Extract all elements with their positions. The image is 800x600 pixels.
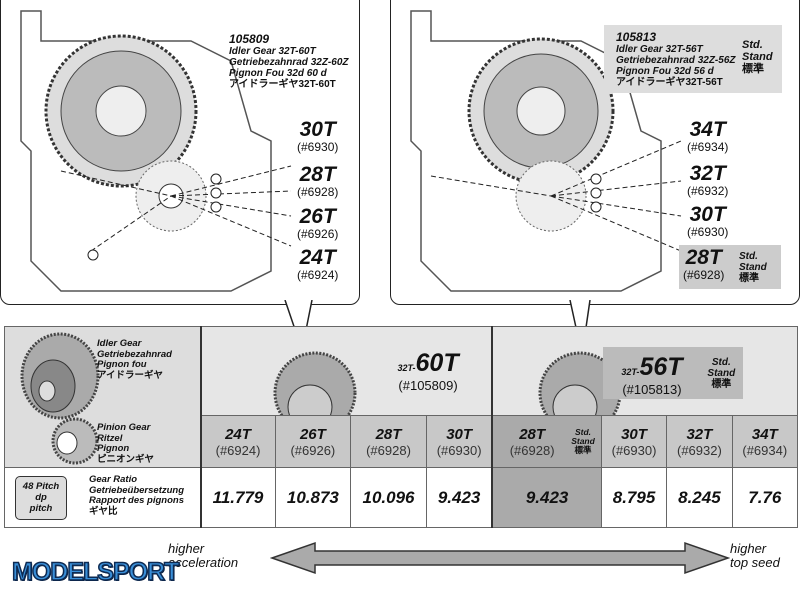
pinion-label: 28T(#6928)	[297, 163, 339, 200]
idler-label: Idler Gear	[97, 338, 142, 349]
pinion-cell: 28T(#6928)	[350, 415, 427, 468]
pinion-cell: 26T(#6926)	[274, 415, 352, 468]
double-arrow	[270, 541, 730, 575]
part-number: 105809	[229, 32, 270, 46]
idler-teeth: 60T	[415, 349, 459, 377]
ratio-cell: 9.423	[425, 467, 493, 528]
pinion-gear-label: ピニオンギヤ	[97, 453, 155, 465]
ratio-cell: 10.873	[274, 467, 352, 528]
idler-part-number: (#105809)	[398, 378, 458, 393]
idler-60t-cell: 32T-60T (#105809)	[199, 326, 493, 416]
idler-label: Pignon fou	[97, 359, 147, 370]
idler-info-box: 105813 Idler Gear 32T-56T Getriebezahnra…	[604, 25, 782, 93]
info-line: Getriebezahnrad 32Z-60Z	[229, 57, 349, 68]
gear-illustration	[20, 332, 100, 465]
idler-label: アイドラーギヤ	[97, 369, 164, 381]
pinion-label: 26T(#6926)	[297, 205, 339, 242]
pinion-cell: 32T(#6932)	[666, 415, 733, 468]
std-label: Std.	[742, 39, 763, 51]
info-line: Pignon Fou 32d 56 d	[616, 66, 714, 77]
std-label: Stand	[707, 368, 736, 379]
pinion-gear-label: Pinion Gear	[97, 422, 151, 433]
std-label: Std.	[711, 357, 731, 368]
ratio-label: Rapport des pignons	[89, 495, 184, 506]
pinion-gear-label: Pignon	[97, 443, 130, 454]
ratio-cell: 8.245	[666, 467, 733, 528]
gearbox-illustration-left	[20, 10, 292, 292]
pinion-label: 32T(#6932)	[687, 162, 729, 199]
left-gearbox-panel: 105809 Idler Gear 32T-60T Getriebezahnra…	[0, 0, 360, 305]
info-line: Idler Gear 32T-60T	[229, 46, 316, 57]
pinion-cell: 34T(#6934)	[731, 415, 799, 468]
ratio-cell: 8.795	[600, 467, 668, 528]
pinion-label: 30T(#6930)	[687, 203, 729, 240]
idler-gear-icon	[273, 351, 356, 415]
idler-prefix: 32T-	[397, 363, 416, 373]
info-line: Idler Gear 32T-56T	[616, 44, 703, 55]
pinion-cell: 30T(#6930)	[425, 415, 493, 468]
info-line: Getriebezahnrad 32Z-56Z	[616, 55, 736, 66]
pinion-label: 30T(#6930)	[297, 118, 339, 155]
ratio-cell: 10.096	[350, 467, 427, 528]
ratio-label: ギヤ比	[89, 505, 118, 517]
right-gearbox-panel: 105813 Idler Gear 32T-56T Getriebezahnra…	[390, 0, 800, 305]
ratio-cell-std: 9.423	[491, 467, 602, 528]
ratio-cell: 7.76	[731, 467, 799, 528]
modelsport-logo: MODELSPORT	[11, 557, 180, 587]
gearbox-illustration-right	[410, 10, 682, 292]
part-number: 105813	[616, 30, 657, 44]
idler-part-number: (#105813)	[622, 382, 682, 397]
ratio-label: Gear Ratio	[89, 474, 138, 485]
std-label: 標準	[742, 63, 764, 75]
pinion-label: 34T(#6934)	[687, 118, 729, 155]
pinion-gear-label: Ritzel	[97, 432, 123, 444]
ratio-label: Getriebeübersetzung	[89, 484, 185, 496]
info-line: Pignon Fou 32d 60 d	[229, 68, 327, 79]
info-line: アイドラーギヤ32T-60T	[229, 79, 336, 90]
std-label: Stand	[742, 51, 773, 63]
idler-prefix: 32T-	[621, 367, 640, 377]
idler-label: Getriebezahnrad	[97, 348, 172, 360]
ratio-cell: 11.779	[199, 467, 276, 528]
pinion-cell: 24T(#6924)	[199, 415, 276, 468]
pinion-label: 24T(#6924)	[297, 246, 339, 283]
pinion-cell: 30T(#6930)	[600, 415, 668, 468]
info-line: アイドラーギヤ32T-56T	[616, 77, 723, 88]
idler-teeth: 56T	[639, 353, 683, 381]
std-label: 標準	[711, 379, 732, 390]
